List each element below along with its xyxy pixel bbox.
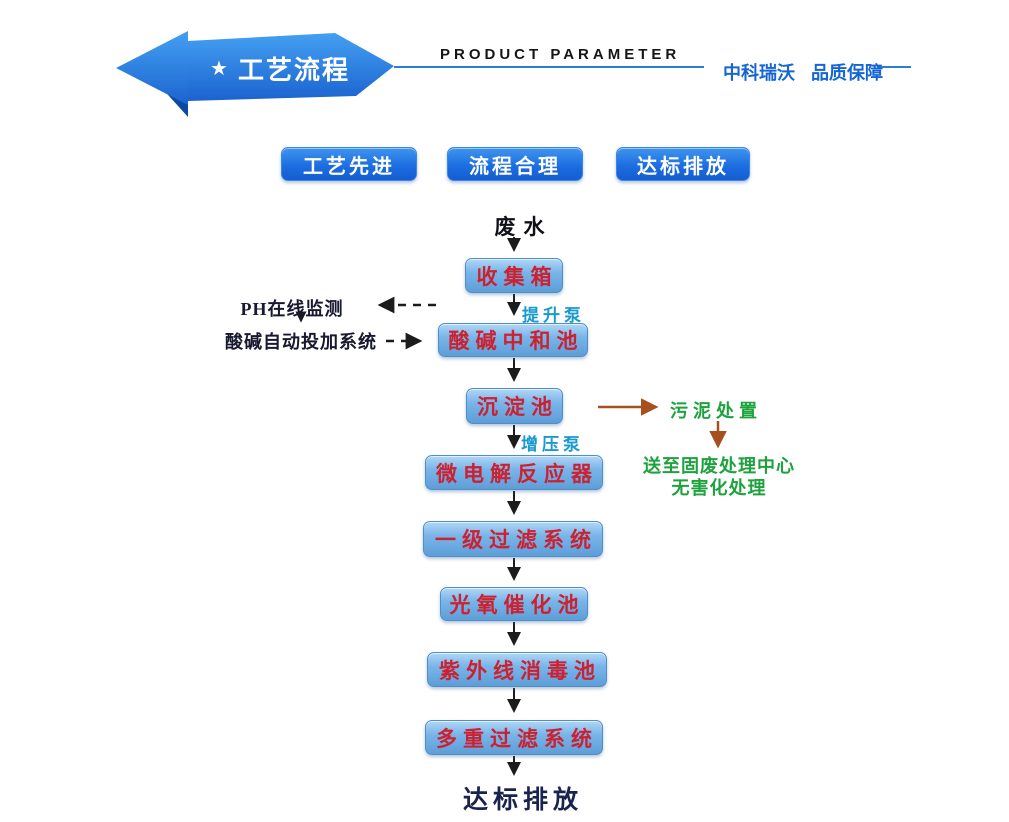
quality-tagline: 品质保障	[811, 63, 883, 83]
banner-title-label: 工艺流程	[237, 54, 350, 85]
brand-name: 中科瑞沃	[723, 63, 795, 83]
label-booster-pump: 增压泵	[521, 435, 584, 454]
label-solid-waste-note-line1: 送至固废处理中心	[643, 456, 795, 476]
star-icon: ★	[210, 57, 228, 80]
flow-box-sedimentation-pool: 沉淀池	[466, 388, 563, 424]
label-solid-waste-note: 送至固废处理中心 无害化处理	[628, 455, 810, 499]
flow-box-uv-disinfection-pool: 紫外线消毒池	[427, 652, 607, 687]
flow-box-collection-tank: 收集箱	[465, 258, 563, 293]
label-lift-pump: 提升泵	[522, 306, 585, 325]
banner-title: ★ 工艺流程	[196, 51, 364, 85]
flow-box-photo-oxidation-pool: 光氧催化池	[440, 587, 588, 621]
flow-box-neutralization-pool: 酸碱中和池	[438, 323, 588, 357]
label-acid-base-dosing-system: 酸碱自动投加系统	[225, 332, 377, 352]
badge-advanced-process: 工艺先进	[281, 147, 417, 181]
flow-box-multi-filter-system: 多重过滤系统	[425, 720, 603, 755]
flow-box-microelectrolysis-reactor: 微电解反应器	[425, 455, 603, 490]
label-solid-waste-note-line2: 无害化处理	[671, 478, 767, 498]
badge-standard-discharge: 达标排放	[616, 147, 750, 181]
flow-box-primary-filter-system: 一级过滤系统	[423, 521, 603, 557]
brand-tagline: 中科瑞沃 品质保障	[710, 59, 896, 85]
label-sludge-disposal: 污泥处置	[670, 401, 762, 421]
section-eyebrow: PRODUCT PARAMETER	[440, 46, 681, 63]
flow-source-wastewater: 废水	[494, 215, 553, 239]
flow-outcome-standard-discharge: 达标排放	[462, 787, 583, 814]
label-ph-online-monitoring: PH在线监测	[240, 299, 344, 319]
badge-reasonable-flow: 流程合理	[447, 147, 583, 181]
